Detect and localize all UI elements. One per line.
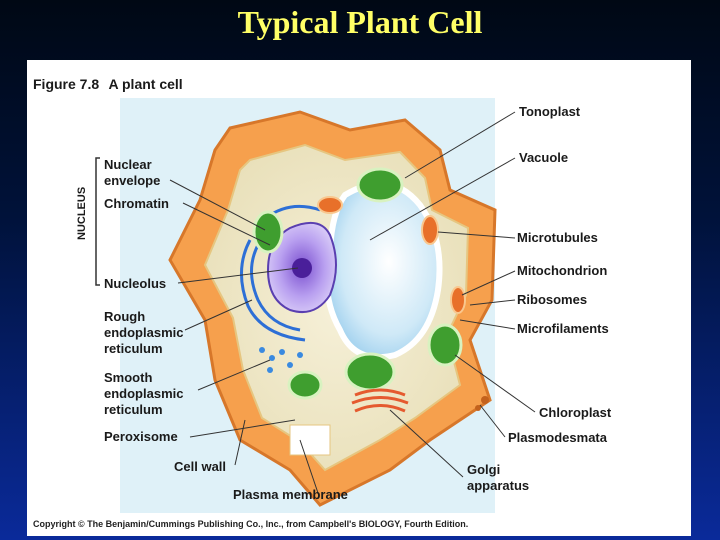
label-rough-er: Rough endoplasmic reticulum <box>104 309 184 356</box>
plasmodesma-dot <box>481 396 489 404</box>
wall-pit <box>289 424 331 456</box>
label-microfilaments: Microfilaments <box>517 321 609 336</box>
label-plasma-membrane: Plasma membrane <box>233 487 348 502</box>
figure-title: A plant cell <box>108 76 183 92</box>
label-nucleus-bracket: NUCLEUS <box>76 186 88 240</box>
chloroplast-shapes <box>252 167 463 400</box>
label-vacuole: Vacuole <box>519 150 569 165</box>
mitochondrion-shapes <box>317 196 466 314</box>
smooth-er-shape <box>259 347 303 373</box>
label-mitochondrion: Mitochondrion <box>517 263 608 278</box>
nucleus-bracket <box>95 157 100 286</box>
figure-number: Figure 7.8 <box>33 76 100 92</box>
slide-title: Typical Plant Cell <box>237 4 483 40</box>
label-chloroplast: Chloroplast <box>539 405 612 420</box>
figure-caption: Figure 7.8 A plant cell <box>33 76 183 92</box>
label-smooth-er: Smooth endoplasmic reticulum <box>104 370 184 417</box>
leader-lines <box>169 111 536 494</box>
label-microtubules: Microtubules <box>517 230 598 245</box>
label-peroxisome: Peroxisome <box>104 429 178 444</box>
label-nucleolus: Nucleolus <box>104 276 167 291</box>
label-plasmodesmata: Plasmodesmata <box>508 430 607 445</box>
central-vacuole <box>323 180 443 361</box>
label-nuclear-envelope: Nuclear envelope <box>104 157 161 188</box>
golgi-shape <box>351 388 409 413</box>
nucleolus-shape <box>292 258 312 278</box>
label-cell-wall: Cell wall <box>174 459 227 474</box>
label-tonoplast: Tonoplast <box>519 104 581 119</box>
label-golgi: Golgi apparatus <box>467 462 530 493</box>
label-chromatin: Chromatin <box>104 196 169 211</box>
copyright-notice: Copyright © The Benjamin/Cummings Publis… <box>33 519 469 529</box>
label-ribosomes: Ribosomes <box>517 292 588 307</box>
